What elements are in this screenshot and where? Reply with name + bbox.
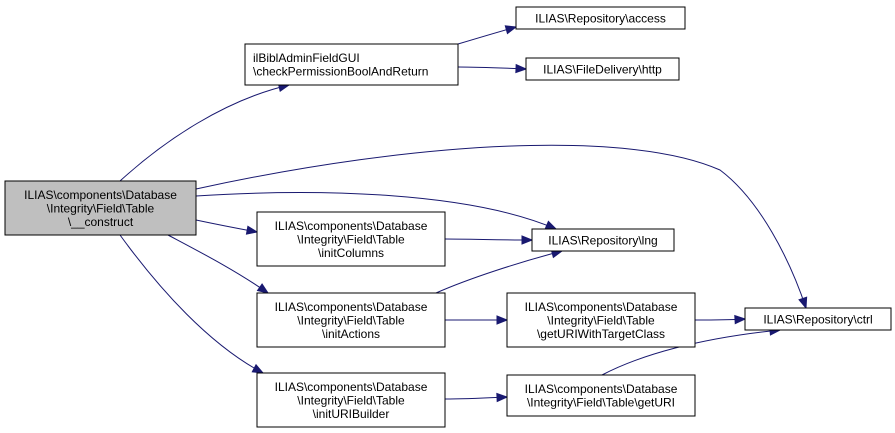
edge-construct-to-checkPermission — [119, 82, 291, 182]
edge-line — [119, 84, 290, 182]
node-box — [244, 43, 459, 86]
edge-arrowhead — [245, 225, 259, 235]
node-label-line: ilBiblAdminFieldGUI — [253, 51, 360, 65]
node-label-line: \Integrity\Field\Table\getURI — [527, 396, 675, 410]
edge-arrowhead — [256, 283, 270, 294]
edge-line — [444, 238, 533, 241]
edge-initActions-to-getURIWithTargetClass — [444, 315, 509, 325]
node-initColumns[interactable]: ILIAS\components\Database\Integrity\Fiel… — [256, 211, 446, 267]
node-construct[interactable]: ILIAS\components\Database\Integrity\Fiel… — [4, 180, 197, 236]
edge-getURIWithTargetClass-to-ctrl — [694, 314, 747, 325]
edge-construct-to-ctrl — [195, 144, 808, 310]
node-label-line: \__construct — [68, 215, 134, 229]
node-label-line: \Integrity\Field\Table — [297, 313, 405, 327]
edges-layer — [119, 25, 808, 403]
edge-construct-to-initColumns — [195, 219, 259, 235]
node-label-line: \getURIWithTargetClass — [537, 327, 665, 341]
edge-line — [195, 192, 557, 230]
edge-initColumns-to-lng — [444, 235, 534, 245]
edge-construct-to-initURIBuilder — [119, 234, 265, 374]
edge-arrowhead — [496, 315, 509, 325]
edge-arrowhead — [544, 220, 558, 230]
node-box — [515, 6, 686, 30]
node-label-line: ILIAS\components\Database — [525, 382, 678, 396]
node-label-line: \Integrity\Field\Table — [297, 232, 405, 246]
node-label-line: \initColumns — [318, 246, 384, 260]
node-box — [256, 292, 446, 348]
edge-checkPermission-to-http — [457, 63, 528, 74]
node-lng[interactable]: ILIAS\Repository\lng — [531, 228, 675, 252]
node-label-line: \Integrity\Field\Table — [47, 201, 155, 215]
edge-initActions-to-lng — [435, 249, 564, 294]
nodes-layer: ILIAS\components\Database\Integrity\Fiel… — [4, 6, 892, 428]
edge-arrowhead — [251, 363, 265, 374]
node-box — [525, 57, 680, 81]
node-label-line: \checkPermissionBoolAndReturn — [253, 65, 428, 79]
node-label-line: ILIAS\components\Database — [525, 300, 678, 314]
edge-line — [119, 234, 264, 374]
node-initURIBuilder[interactable]: ILIAS\components\Database\Integrity\Fiel… — [256, 372, 446, 428]
node-label-line: \Integrity\Field\Table — [297, 393, 405, 407]
edge-arrowhead — [496, 392, 509, 403]
node-box — [256, 372, 446, 428]
edge-arrowhead — [515, 63, 528, 74]
node-box — [4, 180, 197, 236]
node-label-line: ILIAS\components\Database — [275, 380, 428, 394]
edge-checkPermission-to-access — [457, 25, 518, 45]
node-box — [744, 307, 892, 331]
edge-line — [195, 144, 807, 309]
node-getURI[interactable]: ILIAS\components\Database\Integrity\Fiel… — [506, 374, 696, 417]
node-label-line: ILIAS\components\Database — [275, 300, 428, 314]
node-label-line: \Integrity\Field\Table — [547, 313, 655, 327]
node-label-line: ILIAS\Repository\lng — [548, 233, 657, 247]
edge-line — [601, 329, 781, 376]
edge-arrowhead — [734, 314, 747, 325]
edge-arrowhead — [521, 235, 534, 245]
edge-line — [167, 234, 269, 294]
edge-line — [435, 250, 563, 294]
node-label-line: ILIAS\Repository\ctrl — [763, 312, 872, 326]
node-initActions[interactable]: ILIAS\components\Database\Integrity\Fiel… — [256, 292, 446, 348]
node-label-line: ILIAS\FileDelivery\http — [543, 62, 662, 76]
node-http[interactable]: ILIAS\FileDelivery\http — [525, 57, 680, 81]
node-label-line: ILIAS\components\Database — [275, 219, 428, 233]
node-checkPermission[interactable]: ilBiblAdminFieldGUI\checkPermissionBoolA… — [244, 43, 459, 86]
node-getURIWithTargetClass[interactable]: ILIAS\components\Database\Integrity\Fiel… — [506, 292, 696, 348]
edge-construct-to-lng — [195, 192, 558, 230]
node-box — [506, 374, 696, 417]
edge-arrowhead — [504, 25, 518, 35]
node-label-line: \initActions — [322, 327, 380, 341]
node-label-line: \initURIBuilder — [313, 407, 390, 421]
node-ctrl[interactable]: ILIAS\Repository\ctrl — [744, 307, 892, 331]
edge-construct-to-initActions — [167, 234, 270, 294]
edge-arrowhead — [798, 296, 808, 310]
node-box — [256, 211, 446, 267]
node-access[interactable]: ILIAS\Repository\access — [515, 6, 686, 30]
node-box — [531, 228, 675, 252]
edge-initURIBuilder-to-getURI — [444, 392, 509, 403]
node-label-line: ILIAS\components\Database — [24, 188, 177, 202]
node-box — [506, 292, 696, 348]
node-label-line: ILIAS\Repository\access — [535, 11, 666, 25]
